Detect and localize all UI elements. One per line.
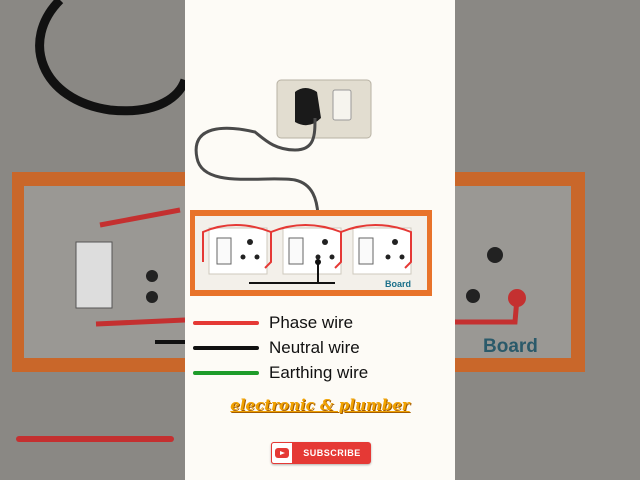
neutral-line-swatch [193, 346, 259, 350]
earthing-line-swatch [193, 371, 259, 375]
wiring-diagram [190, 79, 432, 296]
legend-neutral-label: Neutral wire [269, 338, 360, 357]
legend-phase: Phase wire [193, 312, 353, 334]
socket-module-1 [208, 227, 268, 275]
main-panel: Board Phase wire Neutral wire Earthing w… [185, 0, 455, 480]
plug-icon [295, 88, 321, 126]
background-left-blur [0, 0, 185, 480]
youtube-icon [271, 442, 293, 464]
legend-neutral: Neutral wire [193, 337, 360, 359]
plug-switch-box [276, 79, 372, 139]
socket-module-3 [352, 227, 412, 275]
background-right-illustration [455, 172, 585, 372]
brand-text: electronic & plumber [230, 396, 410, 414]
socket-module-2 [282, 227, 342, 275]
background-left-illustration [12, 0, 185, 442]
subscribe-button[interactable]: SUBSCRIBE [271, 442, 371, 464]
subscribe-label: SUBSCRIBE [303, 448, 361, 458]
neutral-wiring [249, 262, 335, 284]
legend-earthing: Earthing wire [193, 362, 368, 384]
background-board-label: Board [483, 336, 538, 357]
board-label: Board [385, 279, 412, 289]
switch-board [190, 210, 432, 296]
power-cord [194, 117, 320, 262]
phase-line-swatch [193, 321, 259, 325]
legend-phase-label: Phase wire [269, 313, 354, 332]
phase-wiring [202, 224, 412, 269]
legend-earthing-label: Earthing wire [269, 363, 369, 382]
background-right-blur: Board [455, 0, 640, 480]
